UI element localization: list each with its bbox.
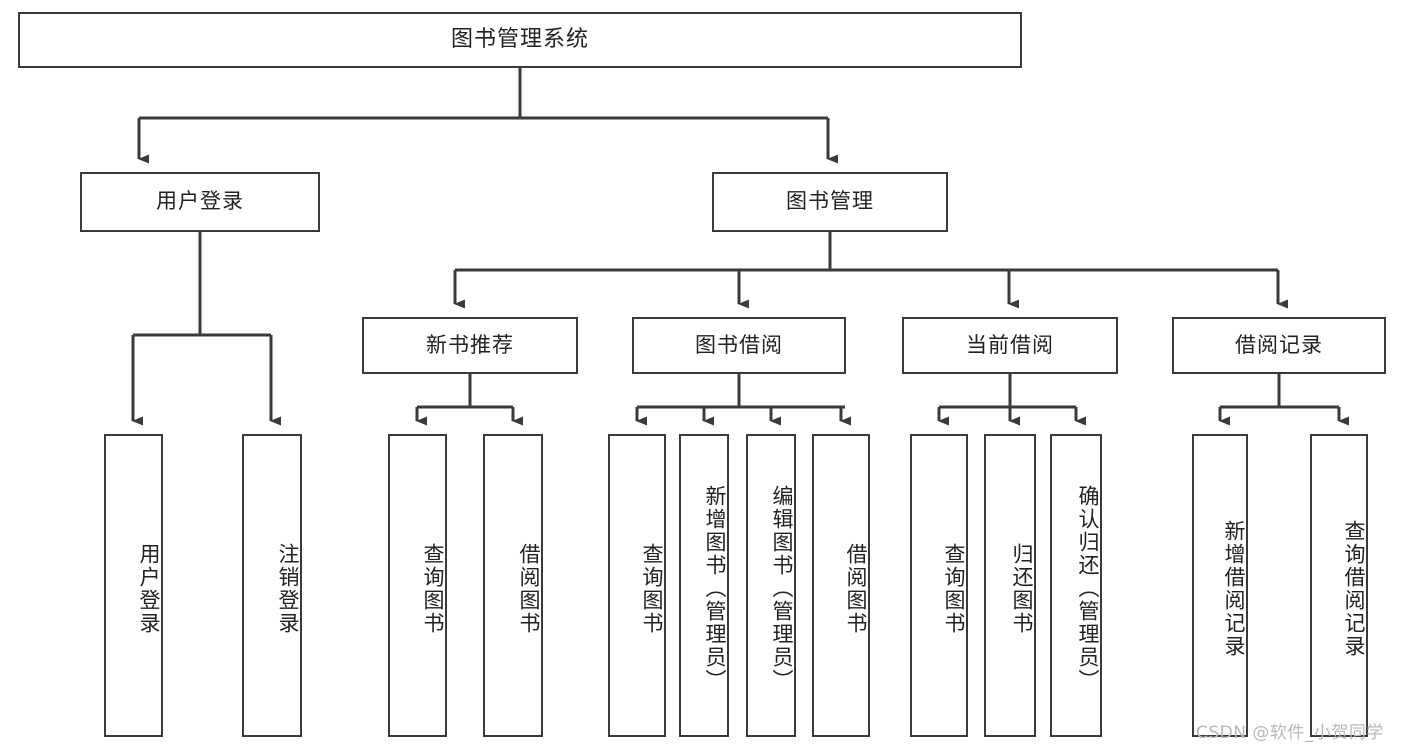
node-current-borrow-label: 当前借阅 — [966, 332, 1054, 357]
node-root-label: 图书管理系统 — [450, 26, 589, 52]
leaf-confirm-return-admin-label: 确认归还（管理员） — [1076, 485, 1100, 692]
leaf-borrow-book-label: 借阅图书 — [844, 542, 868, 635]
node-user-login-label: 用户登录 — [156, 189, 244, 214]
leaf-query-book-cur-label: 查询图书 — [942, 542, 966, 635]
leaf-user-login[interactable]: 用户登录 — [104, 434, 163, 737]
leaf-add-borrow-record[interactable]: 新增借阅记录 — [1192, 434, 1248, 737]
leaf-query-book-borrow[interactable]: 查询图书 — [608, 434, 666, 737]
node-user-login[interactable]: 用户登录 — [80, 172, 320, 232]
leaf-query-book-rec[interactable]: 查询图书 — [388, 434, 447, 737]
leaf-add-borrow-record-label: 新增借阅记录 — [1222, 519, 1246, 658]
node-book-manage[interactable]: 图书管理 — [712, 172, 948, 232]
leaf-borrow-book-rec[interactable]: 借阅图书 — [483, 434, 543, 737]
node-book-borrow-label: 图书借阅 — [695, 332, 783, 357]
node-borrow-record-label: 借阅记录 — [1235, 332, 1323, 357]
leaf-user-login-label: 用户登录 — [137, 542, 161, 635]
leaf-query-book-borrow-label: 查询图书 — [640, 542, 664, 635]
node-book-borrow[interactable]: 图书借阅 — [632, 317, 846, 374]
leaf-confirm-return-admin[interactable]: 确认归还（管理员） — [1050, 434, 1102, 737]
leaf-edit-book-admin-label: 编辑图书（管理员） — [770, 485, 794, 692]
node-book-manage-label: 图书管理 — [786, 189, 874, 214]
node-borrow-record[interactable]: 借阅记录 — [1172, 317, 1386, 374]
node-new-book-rec-label: 新书推荐 — [426, 332, 514, 357]
leaf-borrow-book[interactable]: 借阅图书 — [812, 434, 870, 737]
leaf-query-book-cur[interactable]: 查询图书 — [910, 434, 968, 737]
leaf-return-book-label: 归还图书 — [1010, 542, 1034, 635]
node-new-book-rec[interactable]: 新书推荐 — [362, 317, 578, 374]
leaf-add-book-admin[interactable]: 新增图书（管理员） — [679, 434, 729, 737]
node-current-borrow[interactable]: 当前借阅 — [902, 317, 1118, 374]
leaf-add-book-admin-label: 新增图书（管理员） — [703, 485, 727, 692]
csdn-watermark: CSDN @软件_小贺同学 — [1196, 723, 1384, 743]
leaf-logout[interactable]: 注销登录 — [242, 434, 302, 737]
leaf-query-book-rec-label: 查询图书 — [421, 542, 445, 635]
leaf-edit-book-admin[interactable]: 编辑图书（管理员） — [746, 434, 796, 737]
leaf-query-borrow-record[interactable]: 查询借阅记录 — [1310, 434, 1368, 737]
leaf-return-book[interactable]: 归还图书 — [984, 434, 1036, 737]
node-root[interactable]: 图书管理系统 — [18, 12, 1022, 68]
leaf-borrow-book-rec-label: 借阅图书 — [517, 542, 541, 635]
leaf-logout-label: 注销登录 — [276, 542, 300, 635]
leaf-query-borrow-record-label: 查询借阅记录 — [1342, 519, 1366, 658]
